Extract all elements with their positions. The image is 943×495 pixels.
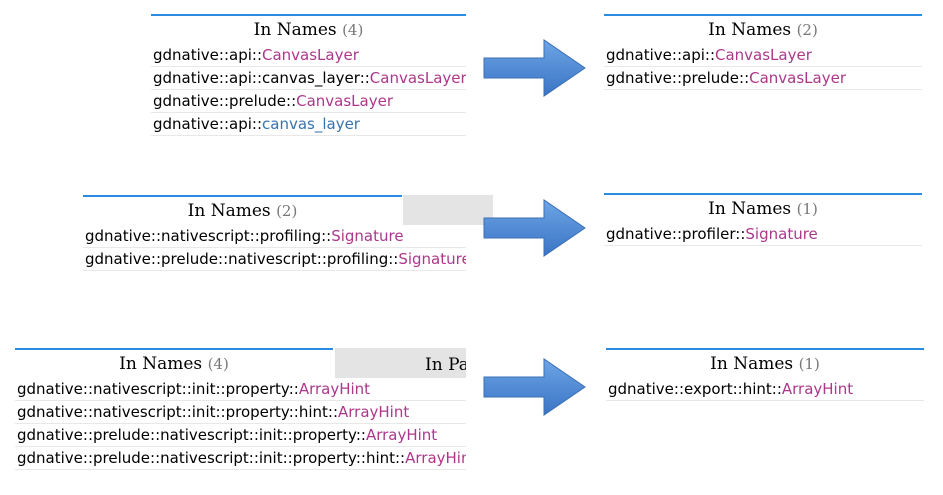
- result-row[interactable]: gdnative::nativescript::init::property::…: [15, 401, 466, 424]
- result-module-name: canvas_layer: [262, 115, 360, 133]
- result-path: gdnative::nativescript::init::property::…: [17, 403, 338, 421]
- search-results-before-2: In Names (2) gdnative::nativescript::pro…: [83, 195, 493, 271]
- search-results-before-3: In Names (4) In Pa gdnative::nativescrip…: [15, 348, 466, 470]
- result-path: gdnative::api::: [153, 115, 262, 133]
- result-path: gdnative::api::: [606, 46, 715, 64]
- tab-inactive[interactable]: [403, 195, 493, 225]
- tab-label: In Names: [119, 354, 203, 374]
- results-list: gdnative::nativescript::init::property::…: [15, 378, 466, 470]
- result-count: (4): [342, 21, 364, 39]
- result-row[interactable]: gdnative::nativescript::init::property::…: [15, 378, 466, 401]
- result-path: gdnative::export::hint::: [608, 380, 782, 398]
- result-path: gdnative::prelude::nativescript::init::p…: [17, 449, 406, 467]
- result-path: gdnative::prelude::: [153, 92, 297, 110]
- tab-in-names[interactable]: In Names (4): [15, 348, 333, 378]
- tab-in-names[interactable]: In Names (1): [606, 348, 924, 378]
- result-struct-name: ArrayHint: [338, 403, 410, 421]
- tab-label: In Names: [708, 20, 792, 40]
- result-struct-name: ArrayHint: [781, 380, 854, 398]
- result-count: (1): [798, 355, 820, 373]
- results-tabbar: In Names (2): [604, 14, 922, 44]
- result-path: gdnative::nativescript::profiling::: [85, 227, 332, 245]
- result-path: gdnative::api::: [153, 46, 262, 64]
- result-struct-name: CanvasLayer: [369, 69, 466, 87]
- result-path: gdnative::prelude::nativescript::init::p…: [17, 426, 366, 444]
- result-row[interactable]: gdnative::prelude::nativescript::init::p…: [15, 424, 466, 447]
- tab-label: In Pa: [425, 355, 466, 375]
- result-struct-name: ArrayHint: [405, 449, 466, 467]
- result-struct-name: Signature: [745, 225, 818, 243]
- tab-label: In Names: [708, 199, 792, 219]
- result-row[interactable]: gdnative::api::CanvasLayer: [604, 44, 922, 67]
- tab-in-parameters[interactable]: In Pa: [335, 348, 466, 378]
- result-path: gdnative::api::canvas_layer::: [153, 69, 370, 87]
- result-struct-name: CanvasLayer: [262, 46, 359, 64]
- tab-in-names[interactable]: In Names (2): [83, 195, 402, 225]
- result-row[interactable]: gdnative::prelude::CanvasLayer: [151, 90, 466, 113]
- right-arrow-icon: [483, 199, 586, 257]
- result-row[interactable]: gdnative::prelude::CanvasLayer: [604, 67, 922, 90]
- tab-in-names[interactable]: In Names (4): [151, 14, 466, 44]
- result-path: gdnative::prelude::nativescript::profili…: [85, 250, 399, 268]
- result-count: (1): [796, 200, 818, 218]
- result-struct-name: ArrayHint: [298, 380, 371, 398]
- result-struct-name: CanvasLayer: [715, 46, 812, 64]
- results-tabbar: In Names (1): [606, 348, 924, 378]
- right-arrow-icon: [483, 358, 586, 416]
- result-count: (4): [207, 355, 229, 373]
- result-count: (2): [276, 202, 298, 220]
- tab-in-names[interactable]: In Names (1): [604, 193, 922, 223]
- result-row[interactable]: gdnative::nativescript::profiling::Signa…: [83, 225, 466, 248]
- result-row[interactable]: gdnative::prelude::nativescript::profili…: [83, 248, 466, 271]
- result-row[interactable]: gdnative::api::CanvasLayer: [151, 44, 466, 67]
- result-struct-name: Signature: [331, 227, 404, 245]
- right-arrow-icon: [483, 39, 586, 97]
- results-tabbar: In Names (4) In Pa: [15, 348, 466, 378]
- results-tabbar: In Names (1): [604, 193, 922, 223]
- tab-in-names[interactable]: In Names (2): [604, 14, 922, 44]
- result-row[interactable]: gdnative::prelude::nativescript::init::p…: [15, 447, 466, 470]
- result-row[interactable]: gdnative::api::canvas_layer: [151, 113, 466, 136]
- result-row[interactable]: gdnative::export::hint::ArrayHint: [606, 378, 924, 401]
- results-tabbar: In Names (4): [151, 14, 466, 44]
- tab-label: In Names: [187, 201, 271, 221]
- search-results-after-2: In Names (1) gdnative::profiler::Signatu…: [604, 193, 922, 246]
- result-struct-name: Signature: [398, 250, 466, 268]
- tab-label: In Names: [710, 354, 794, 374]
- result-struct-name: CanvasLayer: [749, 69, 847, 87]
- result-struct-name: ArrayHint: [365, 426, 438, 444]
- results-list: gdnative::profiler::Signature: [604, 223, 922, 246]
- results-list: gdnative::export::hint::ArrayHint: [606, 378, 924, 401]
- result-row[interactable]: gdnative::profiler::Signature: [604, 223, 922, 246]
- results-list: gdnative::nativescript::profiling::Signa…: [83, 225, 466, 271]
- result-path: gdnative::profiler::: [606, 225, 746, 243]
- tab-label: In Names: [253, 20, 337, 40]
- result-path: gdnative::prelude::: [606, 69, 750, 87]
- result-path: gdnative::nativescript::init::property::: [17, 380, 299, 398]
- results-tabbar: In Names (2): [83, 195, 493, 225]
- result-count: (2): [796, 21, 818, 39]
- search-results-after-3: In Names (1) gdnative::export::hint::Arr…: [606, 348, 924, 401]
- result-row[interactable]: gdnative::api::canvas_layer::CanvasLayer: [151, 67, 466, 90]
- result-struct-name: CanvasLayer: [296, 92, 394, 110]
